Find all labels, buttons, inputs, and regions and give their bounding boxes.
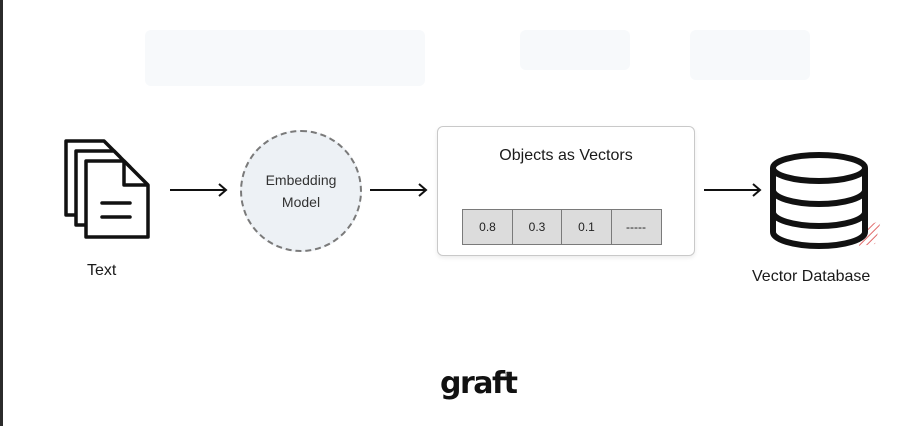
window-left-edge [0,0,3,426]
document-stack-icon [60,137,155,247]
vector-cell: 0.3 [511,209,563,245]
text-label: Text [87,262,117,279]
embedding-model-node: Embedding Model [240,130,362,252]
embedding-model-label-line1: Embedding [265,172,337,188]
vector-box-title: Objects as Vectors [499,147,633,164]
vector-cell: 0.1 [561,209,612,245]
vector-cell: ----- [610,209,662,245]
database-icon [763,150,888,260]
arrow-right-icon [170,183,228,197]
vector-cells: 0.8 0.3 0.1 ----- [462,209,662,245]
faded-background-block [520,30,630,70]
faded-background-block [145,30,425,86]
arrow-right-icon [370,183,428,197]
embedding-model-label-line2: Model [281,194,321,210]
registered-mark: ® [505,373,510,379]
vector-database-label: Vector Database [752,268,871,285]
vector-cell: 0.8 [462,209,513,245]
faded-background-block [690,30,810,80]
objects-as-vectors-box: Objects as Vectors 0.8 0.3 0.1 ----- [437,126,695,256]
arrow-right-icon [704,183,762,197]
graft-logo: graft [440,366,518,401]
